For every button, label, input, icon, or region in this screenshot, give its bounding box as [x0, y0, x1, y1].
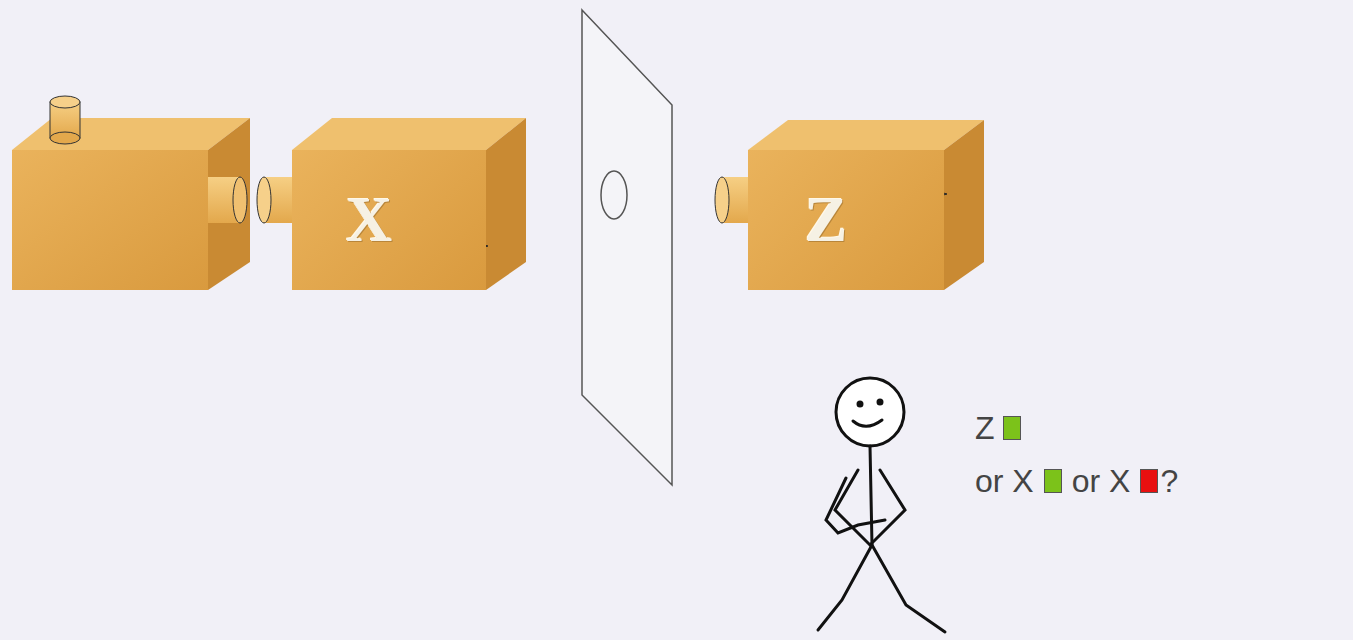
stick-figure: [818, 378, 945, 632]
question-text: Z: [975, 412, 995, 444]
color-square: [1044, 469, 1062, 493]
wall-plane: [582, 10, 672, 485]
box-letter: Z: [805, 188, 848, 252]
question-text: or X: [1072, 465, 1131, 497]
color-square: [1003, 416, 1021, 440]
detector-box: Z: [748, 150, 944, 290]
detector-box: X: [292, 150, 486, 290]
question-text: or X: [975, 465, 1034, 497]
question-text: ?: [1160, 465, 1178, 497]
box-letter: X: [346, 188, 392, 252]
source-cube: [12, 96, 250, 290]
color-square: [1140, 469, 1158, 493]
